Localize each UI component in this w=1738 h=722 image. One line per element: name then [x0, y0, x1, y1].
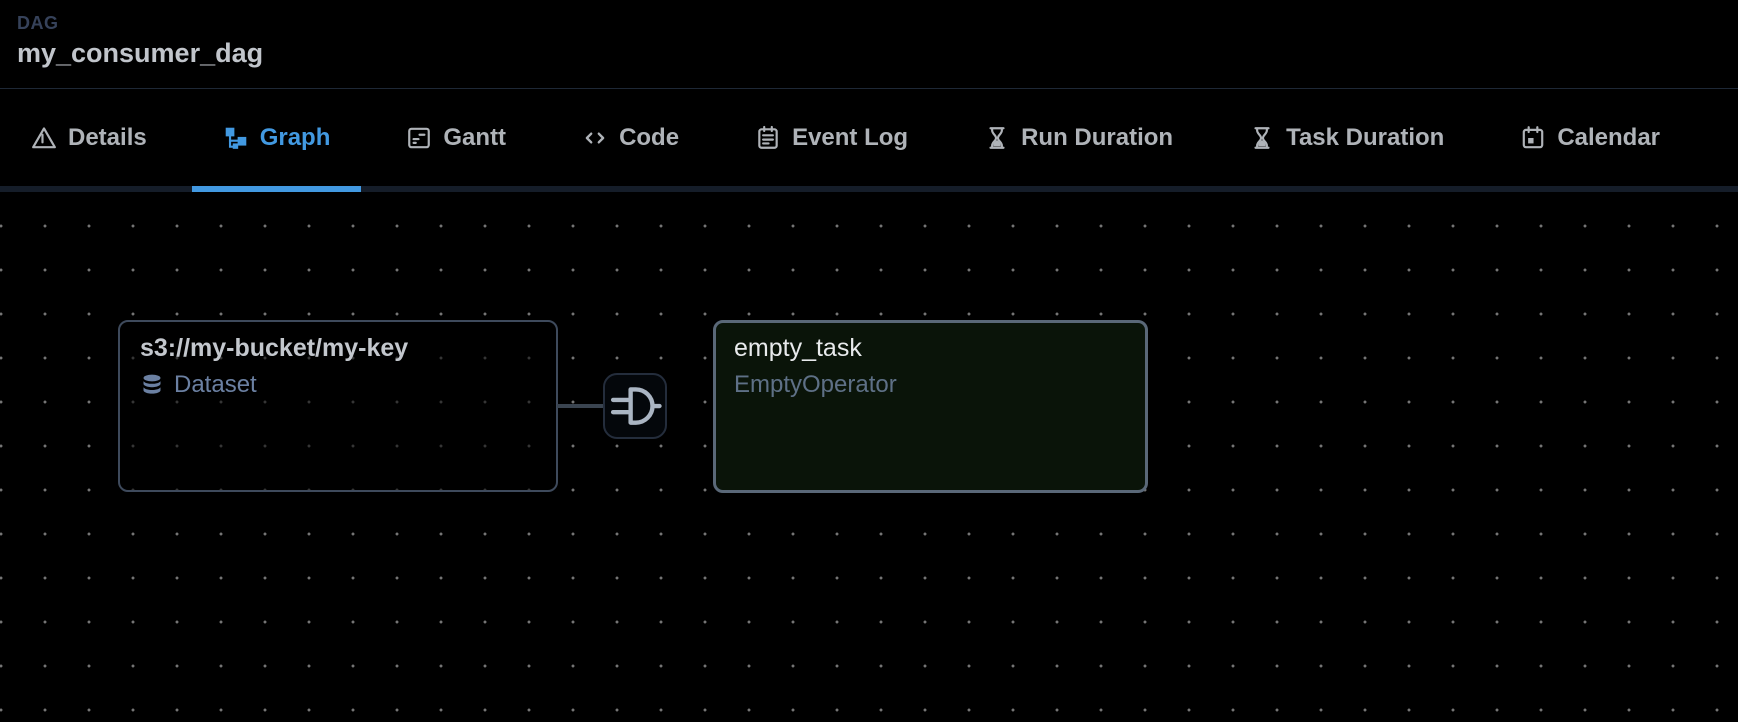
hourglass-icon: [989, 126, 1005, 149]
dataset-type-label: Dataset: [174, 371, 257, 398]
dataset-node[interactable]: s3://my-bucket/my-key Dataset: [118, 320, 558, 492]
tab-code[interactable]: Code: [551, 89, 710, 192]
task-node-title: empty_task: [734, 334, 862, 362]
tab-calendar[interactable]: Calendar: [1489, 89, 1691, 192]
dataset-condition-node: [603, 373, 667, 439]
tab-event-log[interactable]: Event Log: [724, 89, 939, 192]
tab-run-duration[interactable]: Run Duration: [953, 89, 1204, 192]
dag-kicker-label: DAG: [17, 13, 59, 33]
tabbar-bottom-border: [0, 186, 1738, 192]
tab-gantt[interactable]: Gantt: [375, 89, 537, 192]
task-node-empty-task[interactable]: empty_task EmptyOperator: [713, 320, 1148, 493]
tab-label: Graph: [259, 123, 331, 151]
event-log-icon: [758, 125, 778, 149]
dag-tab-bar: Details Graph Gantt Code Event Log: [0, 89, 1738, 192]
tab-label: Event Log: [792, 123, 909, 151]
graph-canvas[interactable]: s3://my-bucket/my-key Dataset empty_task…: [0, 193, 1738, 722]
tab-graph[interactable]: Graph: [191, 89, 362, 192]
tab-label: Calendar: [1557, 123, 1661, 151]
tab-task-duration[interactable]: Task Duration: [1218, 89, 1475, 192]
hourglass-icon: [1254, 126, 1270, 149]
tab-label: Details: [68, 123, 147, 151]
warning-triangle-icon: [32, 126, 56, 148]
tab-details[interactable]: Details: [0, 89, 178, 192]
tab-label: Gantt: [443, 123, 507, 151]
tab-label: Task Duration: [1286, 123, 1445, 151]
dataset-node-title: s3://my-bucket/my-key: [140, 334, 409, 362]
task-operator-label: EmptyOperator: [734, 371, 897, 398]
edge-dataset-to-task: [557, 404, 603, 408]
dataset-condition-gate-icon: [610, 387, 662, 425]
hierarchy-icon: [225, 127, 246, 149]
gantt-chart-icon: [408, 127, 431, 148]
page-header: DAG my_consumer_dag: [0, 0, 1738, 89]
tab-label: Code: [619, 123, 680, 151]
code-icon: [585, 131, 605, 144]
database-icon: [143, 374, 161, 394]
tab-label: Run Duration: [1021, 123, 1174, 151]
dag-title: my_consumer_dag: [17, 38, 264, 68]
calendar-icon: [1523, 125, 1544, 148]
